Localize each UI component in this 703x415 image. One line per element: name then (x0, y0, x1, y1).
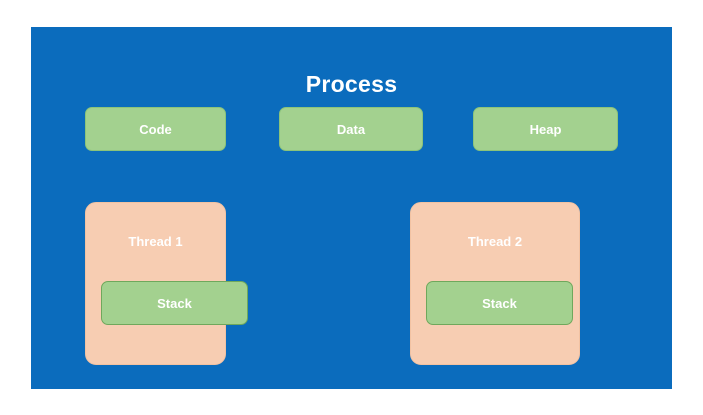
segment-heap: Heap (473, 107, 618, 151)
thread-1-box: Thread 1 Stack (85, 202, 248, 365)
process-title: Process (305, 71, 398, 97)
thread-2-stack: Stack (426, 281, 573, 325)
thread-1-stack: Stack (101, 281, 248, 325)
segment-data: Data (279, 107, 423, 151)
segment-code-label: Code (139, 121, 172, 137)
thread-1-label: Thread 1 (128, 234, 183, 249)
segment-heap-label: Heap (529, 121, 562, 137)
thread-2-box: Thread 2 Stack (410, 202, 580, 365)
segment-data-label: Data (336, 121, 366, 137)
process-container: Process Code Data Heap Thread 1 Stack Th… (31, 27, 672, 389)
thread-2-stack-label: Stack (482, 295, 517, 311)
segment-code: Code (85, 107, 226, 151)
thread-2-label: Thread 2 (467, 234, 523, 249)
thread-1-stack-label: Stack (157, 295, 192, 311)
